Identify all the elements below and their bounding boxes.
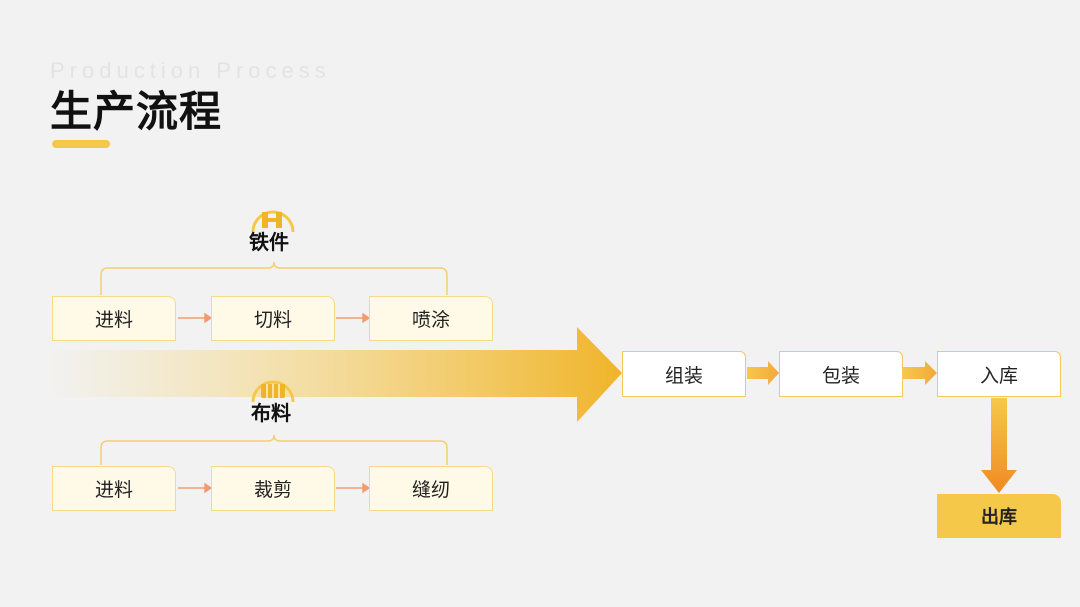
page-title: 生产流程 bbox=[50, 87, 223, 136]
fabric-step-arrows bbox=[178, 482, 371, 494]
iron-branch-title: 铁件 bbox=[249, 230, 289, 254]
main-step-store[interactable]: 入库 bbox=[937, 351, 1061, 397]
fabric-branch-title: 布料 bbox=[251, 401, 291, 425]
final-step-exit[interactable]: 出库 bbox=[937, 494, 1061, 538]
assemble-to-pack-arrow bbox=[747, 361, 779, 385]
pack-to-store-arrow bbox=[903, 361, 937, 385]
fabric-step-sew-reflection: 缝纫 bbox=[369, 512, 493, 524]
fabric-step-cut-reflection: 裁剪 bbox=[211, 512, 335, 524]
main-flow-arrow bbox=[45, 327, 622, 422]
title-underline bbox=[52, 140, 110, 148]
fabric-bracket bbox=[100, 434, 448, 465]
iron-step-feed[interactable]: 进料 bbox=[52, 296, 176, 341]
page-subtitle: Production Process bbox=[50, 58, 331, 83]
main-step-pack[interactable]: 包装 bbox=[779, 351, 903, 397]
fabric-step-cut[interactable]: 裁剪 bbox=[211, 466, 335, 511]
iron-bracket bbox=[100, 261, 448, 295]
fabric-roll-icon bbox=[248, 368, 298, 408]
fabric-step-sew[interactable]: 缝纫 bbox=[369, 466, 493, 511]
fabric-step-feed[interactable]: 进料 bbox=[52, 466, 176, 511]
iron-step-cut[interactable]: 切料 bbox=[211, 296, 335, 341]
iron-parts-icon bbox=[248, 198, 298, 238]
fabric-step-feed-reflection: 进料 bbox=[52, 512, 176, 524]
iron-step-spray[interactable]: 喷涂 bbox=[369, 296, 493, 341]
store-to-exit-arrow bbox=[981, 398, 1017, 493]
iron-step-arrows bbox=[178, 312, 371, 324]
main-step-assemble[interactable]: 组装 bbox=[622, 351, 746, 397]
